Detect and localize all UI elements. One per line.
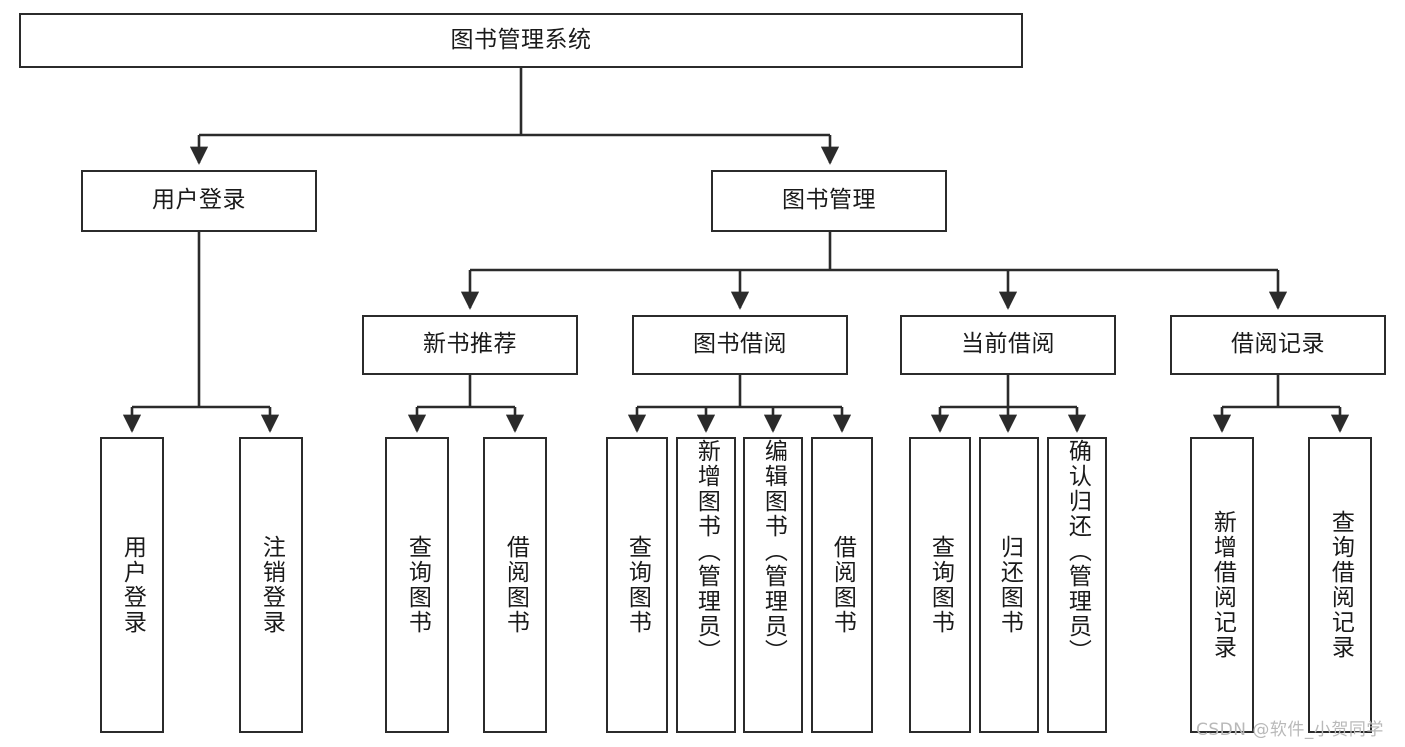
node-leaf-query-book-current[interactable]: 查询图书 bbox=[909, 437, 971, 733]
node-leaf-add-book[interactable]: 新增图书（管理员） bbox=[676, 437, 736, 733]
node-label: 图书管理系统 bbox=[450, 26, 592, 53]
node-label: 新增图书（管理员） bbox=[693, 439, 720, 664]
node-leaf-confirm-return[interactable]: 确认归还（管理员） bbox=[1047, 437, 1107, 733]
node-book-borrow[interactable]: 图书借阅 bbox=[632, 315, 848, 375]
node-label: 新书推荐 bbox=[423, 331, 517, 358]
node-label: 借阅记录 bbox=[1231, 331, 1325, 358]
node-leaf-add-borrow-record[interactable]: 新增借阅记录 bbox=[1190, 437, 1254, 733]
node-leaf-logout-login[interactable]: 注销登录 bbox=[239, 437, 303, 733]
node-book-management[interactable]: 图书管理 bbox=[711, 170, 947, 232]
node-label: 借阅图书 bbox=[829, 535, 856, 635]
node-leaf-query-book-borrow[interactable]: 查询图书 bbox=[606, 437, 668, 733]
node-leaf-user-login[interactable]: 用户登录 bbox=[100, 437, 164, 733]
node-label: 图书借阅 bbox=[693, 331, 787, 358]
node-label: 查询图书 bbox=[927, 535, 954, 635]
csdn-watermark: CSDN @软件_小贺同学 bbox=[1196, 720, 1384, 740]
node-label: 借阅图书 bbox=[502, 535, 529, 635]
node-label: 归还图书 bbox=[996, 535, 1023, 635]
node-borrow-record[interactable]: 借阅记录 bbox=[1170, 315, 1386, 375]
node-label: 查询图书 bbox=[624, 535, 651, 635]
node-label: 查询借阅记录 bbox=[1327, 510, 1354, 660]
node-leaf-return-book[interactable]: 归还图书 bbox=[979, 437, 1039, 733]
node-leaf-borrow-book-borrow[interactable]: 借阅图书 bbox=[811, 437, 873, 733]
node-label: 新增借阅记录 bbox=[1209, 510, 1236, 660]
node-current-borrow[interactable]: 当前借阅 bbox=[900, 315, 1116, 375]
node-label: 当前借阅 bbox=[961, 331, 1055, 358]
node-book-management-system[interactable]: 图书管理系统 bbox=[19, 13, 1023, 68]
node-label: 编辑图书（管理员） bbox=[760, 439, 787, 664]
node-label: 查询图书 bbox=[404, 535, 431, 635]
node-leaf-borrow-book-recommend[interactable]: 借阅图书 bbox=[483, 437, 547, 733]
node-label: 确认归还（管理员） bbox=[1064, 439, 1091, 664]
node-label: 图书管理 bbox=[782, 187, 876, 214]
node-user-login[interactable]: 用户登录 bbox=[81, 170, 317, 232]
node-label: 用户登录 bbox=[152, 187, 246, 214]
node-leaf-edit-book[interactable]: 编辑图书（管理员） bbox=[743, 437, 803, 733]
node-leaf-query-book-recommend[interactable]: 查询图书 bbox=[385, 437, 449, 733]
node-leaf-query-borrow-record[interactable]: 查询借阅记录 bbox=[1308, 437, 1372, 733]
node-new-book-recommend[interactable]: 新书推荐 bbox=[362, 315, 578, 375]
node-label: 用户登录 bbox=[119, 535, 146, 635]
node-label: 注销登录 bbox=[258, 535, 285, 635]
